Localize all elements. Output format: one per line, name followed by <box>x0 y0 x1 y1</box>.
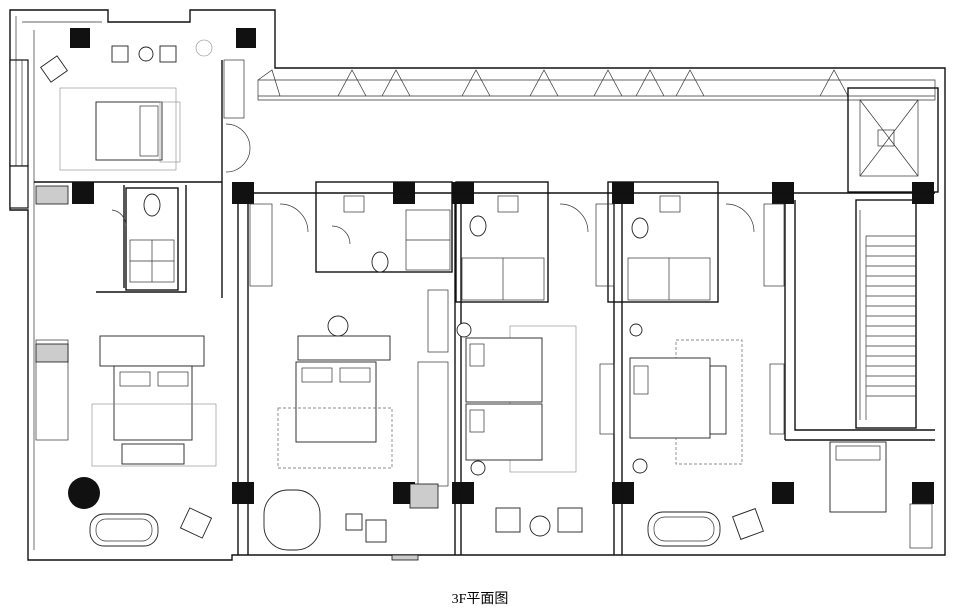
wardrobe <box>35 59 933 549</box>
drawing-caption: 3F平面图 <box>451 592 509 607</box>
door-swings <box>111 123 755 245</box>
elevator-core <box>847 87 939 193</box>
sink <box>343 195 681 213</box>
facade-window-triangles <box>257 69 849 97</box>
bed <box>91 335 217 467</box>
bathtub <box>89 513 159 547</box>
bed <box>629 339 743 465</box>
staircase <box>855 199 917 429</box>
armchair <box>40 39 764 543</box>
bed <box>829 441 887 513</box>
bathtub <box>263 489 321 551</box>
threshold-strip <box>391 483 439 561</box>
shower <box>129 209 711 301</box>
bathtub <box>647 511 721 547</box>
partition-walls <box>34 60 935 555</box>
bed <box>277 315 393 469</box>
bed <box>465 325 577 473</box>
outer-walls <box>9 9 946 561</box>
toilet <box>143 193 649 273</box>
bed <box>59 87 181 171</box>
